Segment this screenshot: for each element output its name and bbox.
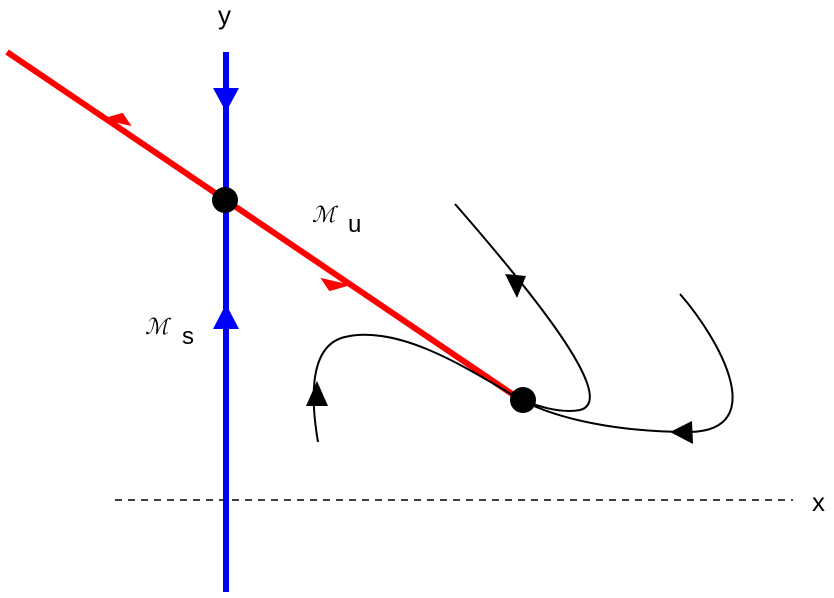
unstable-arrow-right bbox=[320, 277, 351, 292]
trajectory-left bbox=[312, 333, 522, 443]
unstable-manifold-symbol: ℳ bbox=[312, 203, 339, 228]
trajectory-upper-right bbox=[454, 203, 591, 412]
trajectory-far-right-arrow bbox=[670, 421, 693, 444]
stable-arrow-top bbox=[213, 88, 239, 112]
trajectory-left-arrow bbox=[306, 381, 328, 406]
x-axis-label: x bbox=[812, 487, 825, 517]
trajectory-far-right bbox=[520, 293, 734, 434]
y-axis-label: y bbox=[218, 0, 231, 30]
stable-manifold-symbol: ℳ bbox=[145, 315, 172, 340]
trajectory-upper-right-arrow bbox=[505, 274, 526, 298]
unstable-arrow-left bbox=[101, 112, 132, 127]
unstable-manifold-subscript: u bbox=[348, 211, 361, 238]
unstable-manifold-line bbox=[5, 49, 523, 403]
stable-manifold-subscript: s bbox=[182, 323, 194, 350]
stable-arrow-bottom bbox=[213, 304, 239, 329]
sink-fixed-point bbox=[510, 387, 536, 413]
saddle-fixed-point bbox=[212, 187, 238, 213]
